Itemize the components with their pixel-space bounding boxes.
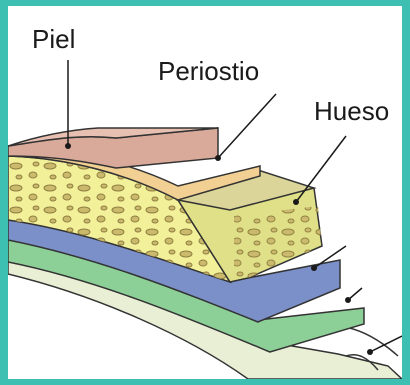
skull-layers-diagram: Piel Periostio Hueso <box>8 6 402 379</box>
bone-dot <box>293 199 299 205</box>
periosteum-dot <box>215 155 221 161</box>
diagram-frame: Piel Periostio Hueso <box>8 6 402 379</box>
label-bone: Hueso <box>314 96 389 126</box>
skin-dot <box>65 143 71 149</box>
label-periosteum: Periostio <box>158 56 259 86</box>
dura-dot <box>311 265 317 271</box>
bone-leader <box>296 136 346 202</box>
pia-dot <box>367 349 373 355</box>
periosteum-leader <box>218 94 276 158</box>
arachnoid-dot <box>345 297 351 303</box>
label-skin: Piel <box>32 24 75 54</box>
